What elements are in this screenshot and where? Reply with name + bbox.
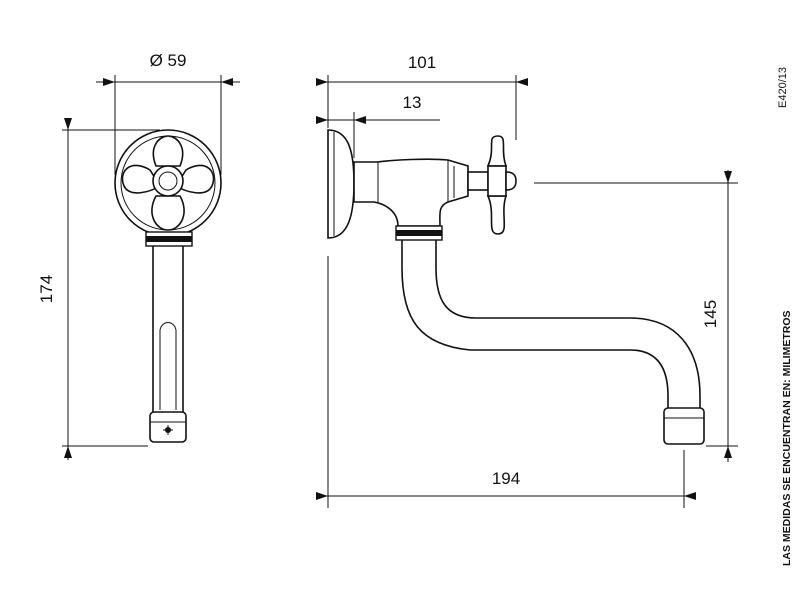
dim-reach-194: 194 xyxy=(316,256,696,508)
dim-reach-194-label: 194 xyxy=(492,469,520,488)
dim-length-13: 13 xyxy=(316,93,440,158)
dim-height-145: 145 xyxy=(534,170,738,462)
dim-diameter-label: Ø 59 xyxy=(150,51,187,70)
dim-height-174: 174 xyxy=(37,118,160,460)
side-view xyxy=(327,129,705,445)
dim-height-174-label: 174 xyxy=(37,275,56,303)
drawing-code: E420/13 xyxy=(777,67,789,108)
front-cross-handle-icon xyxy=(121,135,215,231)
side-spout xyxy=(401,240,669,408)
dim-length-101: 101 xyxy=(316,53,528,140)
side-aerator xyxy=(663,407,705,445)
dim-length-101-label: 101 xyxy=(408,53,436,72)
dim-diameter: Ø 59 xyxy=(96,51,240,175)
front-view xyxy=(114,129,222,443)
dim-length-13-label: 13 xyxy=(403,93,422,112)
dim-height-145-label: 145 xyxy=(701,300,720,328)
units-note: LAS MEDIDAS SE ENCUENTRAN EN: MILIMETROS xyxy=(781,310,793,566)
side-cross-handle-icon xyxy=(467,135,517,235)
side-wall-flange xyxy=(327,129,355,239)
side-body xyxy=(353,158,469,227)
